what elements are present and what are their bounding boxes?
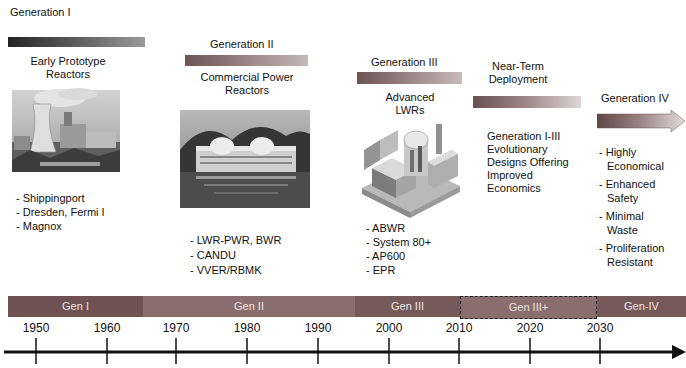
illustration-part bbox=[246, 338, 248, 364]
gen1-photo bbox=[12, 88, 120, 172]
feature-bullet: - Minimal Waste bbox=[599, 209, 677, 237]
timeline-band-segment: Gen III+ bbox=[460, 296, 597, 319]
year-label: 2030 bbox=[578, 321, 622, 335]
reactor-label: Commercial Power Reactors bbox=[188, 71, 306, 97]
illustration-part bbox=[404, 131, 428, 149]
year-label: 2010 bbox=[437, 321, 481, 335]
illustration-part bbox=[210, 137, 234, 155]
generation-heading: Generation I bbox=[8, 6, 145, 19]
generation-bar: Generation III bbox=[357, 56, 462, 84]
arrow-body bbox=[597, 110, 685, 132]
time-axis bbox=[4, 338, 686, 364]
reactor-label: - VVER/RBMK bbox=[190, 264, 262, 277]
illustration-part bbox=[12, 90, 120, 172]
generation-bar-fill bbox=[473, 96, 581, 108]
gen2-photo bbox=[180, 110, 310, 208]
reactor-label: - Magnox bbox=[16, 220, 62, 233]
feature-bullet: - Enhanced Safety bbox=[599, 177, 679, 205]
illustration-part bbox=[35, 338, 37, 364]
illustration-part bbox=[204, 184, 288, 186]
band-label: Gen III bbox=[355, 296, 460, 317]
generation-bar: Near-Term Deployment bbox=[473, 60, 581, 108]
band-label: Gen-IV bbox=[597, 296, 686, 317]
reactor-label: - Shippingport bbox=[16, 192, 85, 205]
timeline-band-segment: Gen III bbox=[355, 296, 460, 317]
timeline-band-segment: Gen I bbox=[8, 296, 143, 317]
generation-bar: Generation I bbox=[8, 6, 145, 47]
illustration-part bbox=[200, 156, 292, 158]
reactor-label: - CANDU bbox=[190, 249, 236, 262]
illustration-part bbox=[214, 192, 278, 194]
illustration-part bbox=[180, 172, 310, 208]
illustration-part bbox=[30, 104, 56, 152]
illustration-part bbox=[317, 338, 319, 364]
illustration-part bbox=[4, 351, 674, 354]
illustration-part bbox=[196, 176, 296, 179]
illustration-part bbox=[196, 150, 296, 172]
illustration-part bbox=[428, 150, 458, 166]
illustration-part bbox=[180, 110, 310, 208]
illustration-part bbox=[599, 338, 601, 364]
illustration-part bbox=[14, 136, 30, 150]
feature-bullet: - Highly Economical bbox=[599, 145, 679, 173]
illustration-part bbox=[58, 88, 98, 100]
reactor-label: - Dresden, Fermi I bbox=[16, 206, 105, 219]
illustration-part bbox=[86, 132, 116, 148]
generation-heading: Generation IV bbox=[597, 92, 686, 105]
generation-arrow bbox=[597, 110, 686, 132]
illustration-part bbox=[250, 137, 274, 155]
generation-bar-fill bbox=[8, 37, 145, 47]
reactor-label: - EPR bbox=[366, 264, 395, 277]
band-label: Gen II bbox=[143, 296, 355, 317]
reactor-label: - LWR-PWR, BWR bbox=[190, 234, 281, 247]
year-label: 1970 bbox=[154, 321, 198, 335]
generation-heading: Generation III bbox=[357, 56, 462, 69]
illustration-part bbox=[60, 124, 86, 148]
illustration-part bbox=[428, 150, 458, 188]
reactor-label: Advanced LWRs bbox=[375, 91, 445, 117]
reactor-label: - System 80+ bbox=[366, 236, 431, 249]
arrow-shape bbox=[597, 110, 686, 132]
illustration-part bbox=[200, 162, 292, 164]
timeline-band-segment: Gen-IV bbox=[597, 296, 686, 317]
band-label: Gen I bbox=[8, 296, 143, 317]
year-label: 1950 bbox=[14, 321, 58, 335]
year-label: 1980 bbox=[225, 321, 269, 335]
band-label: Gen III+ bbox=[461, 297, 596, 318]
illustration-part bbox=[180, 127, 310, 172]
gen3-render bbox=[362, 124, 460, 218]
year-label: 1990 bbox=[296, 321, 340, 335]
year-label: 2020 bbox=[508, 321, 552, 335]
generation-heading: Generation II bbox=[185, 38, 308, 51]
reactor-label: - AP600 bbox=[366, 250, 405, 263]
year-label: 1960 bbox=[85, 321, 129, 335]
generation-bar: Generation II bbox=[185, 38, 308, 66]
reactor-label: Generation I-III Evolutionary Designs Of… bbox=[487, 130, 589, 195]
reactor-label: - ABWR bbox=[366, 222, 405, 235]
illustration-part bbox=[388, 338, 390, 364]
illustration-part bbox=[436, 124, 442, 154]
generation-bar-fill bbox=[357, 72, 462, 84]
illustration-part bbox=[364, 140, 380, 170]
illustration-part bbox=[458, 338, 460, 364]
illustration-part bbox=[40, 162, 100, 166]
reactor-label: Early Prototype Reactors bbox=[12, 55, 124, 81]
feature-bullet: - Proliferation Resistant bbox=[599, 241, 679, 269]
timeline-band-segment: Gen II bbox=[143, 296, 355, 317]
illustration-part bbox=[672, 345, 686, 359]
illustration-part bbox=[380, 130, 398, 160]
illustration-part bbox=[106, 338, 108, 364]
generation-bar-fill bbox=[185, 55, 308, 66]
illustration-part bbox=[410, 186, 460, 218]
illustration-part bbox=[64, 112, 72, 126]
illustration-part bbox=[410, 150, 414, 172]
illustration-part bbox=[418, 146, 422, 172]
illustration-part bbox=[12, 148, 120, 172]
illustration-part bbox=[529, 338, 531, 364]
generation-bar: Generation IV bbox=[597, 92, 686, 132]
illustration-part bbox=[175, 338, 177, 364]
generation-heading: Near-Term Deployment bbox=[473, 60, 581, 86]
year-label: 2000 bbox=[367, 321, 411, 335]
